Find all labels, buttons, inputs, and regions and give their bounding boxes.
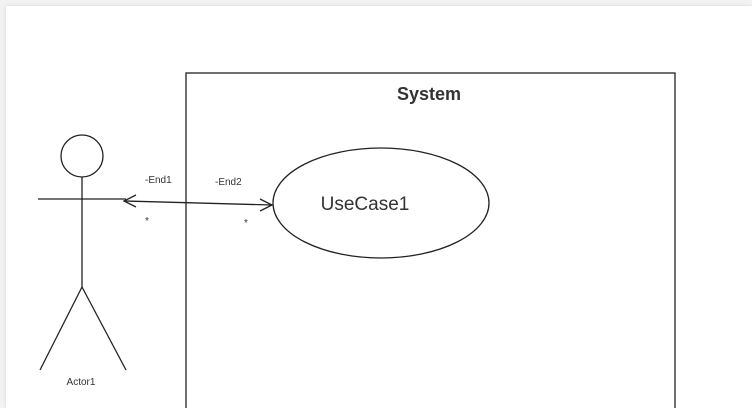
end1-role-label: -End1: [145, 175, 172, 186]
actor-right-leg: [81, 286, 127, 371]
end1-arrowhead: [122, 194, 137, 208]
end2-multiplicity-label: *: [244, 218, 248, 229]
use-case-usecase1[interactable]: UseCase1: [272, 147, 490, 259]
system-label: System: [397, 84, 461, 104]
end2-arrowhead: [259, 198, 274, 212]
association-line[interactable]: [122, 194, 274, 212]
actor-actor1[interactable]: Actor1: [38, 134, 127, 388]
end2-role-label: -End2: [215, 177, 242, 188]
actor-head: [60, 134, 104, 178]
end1-multiplicity-label: *: [145, 216, 149, 227]
actor-left-leg: [39, 286, 83, 371]
use-case-label: UseCase1: [321, 194, 410, 215]
actor-label: Actor1: [67, 377, 96, 388]
system-boundary[interactable]: System: [185, 72, 676, 408]
